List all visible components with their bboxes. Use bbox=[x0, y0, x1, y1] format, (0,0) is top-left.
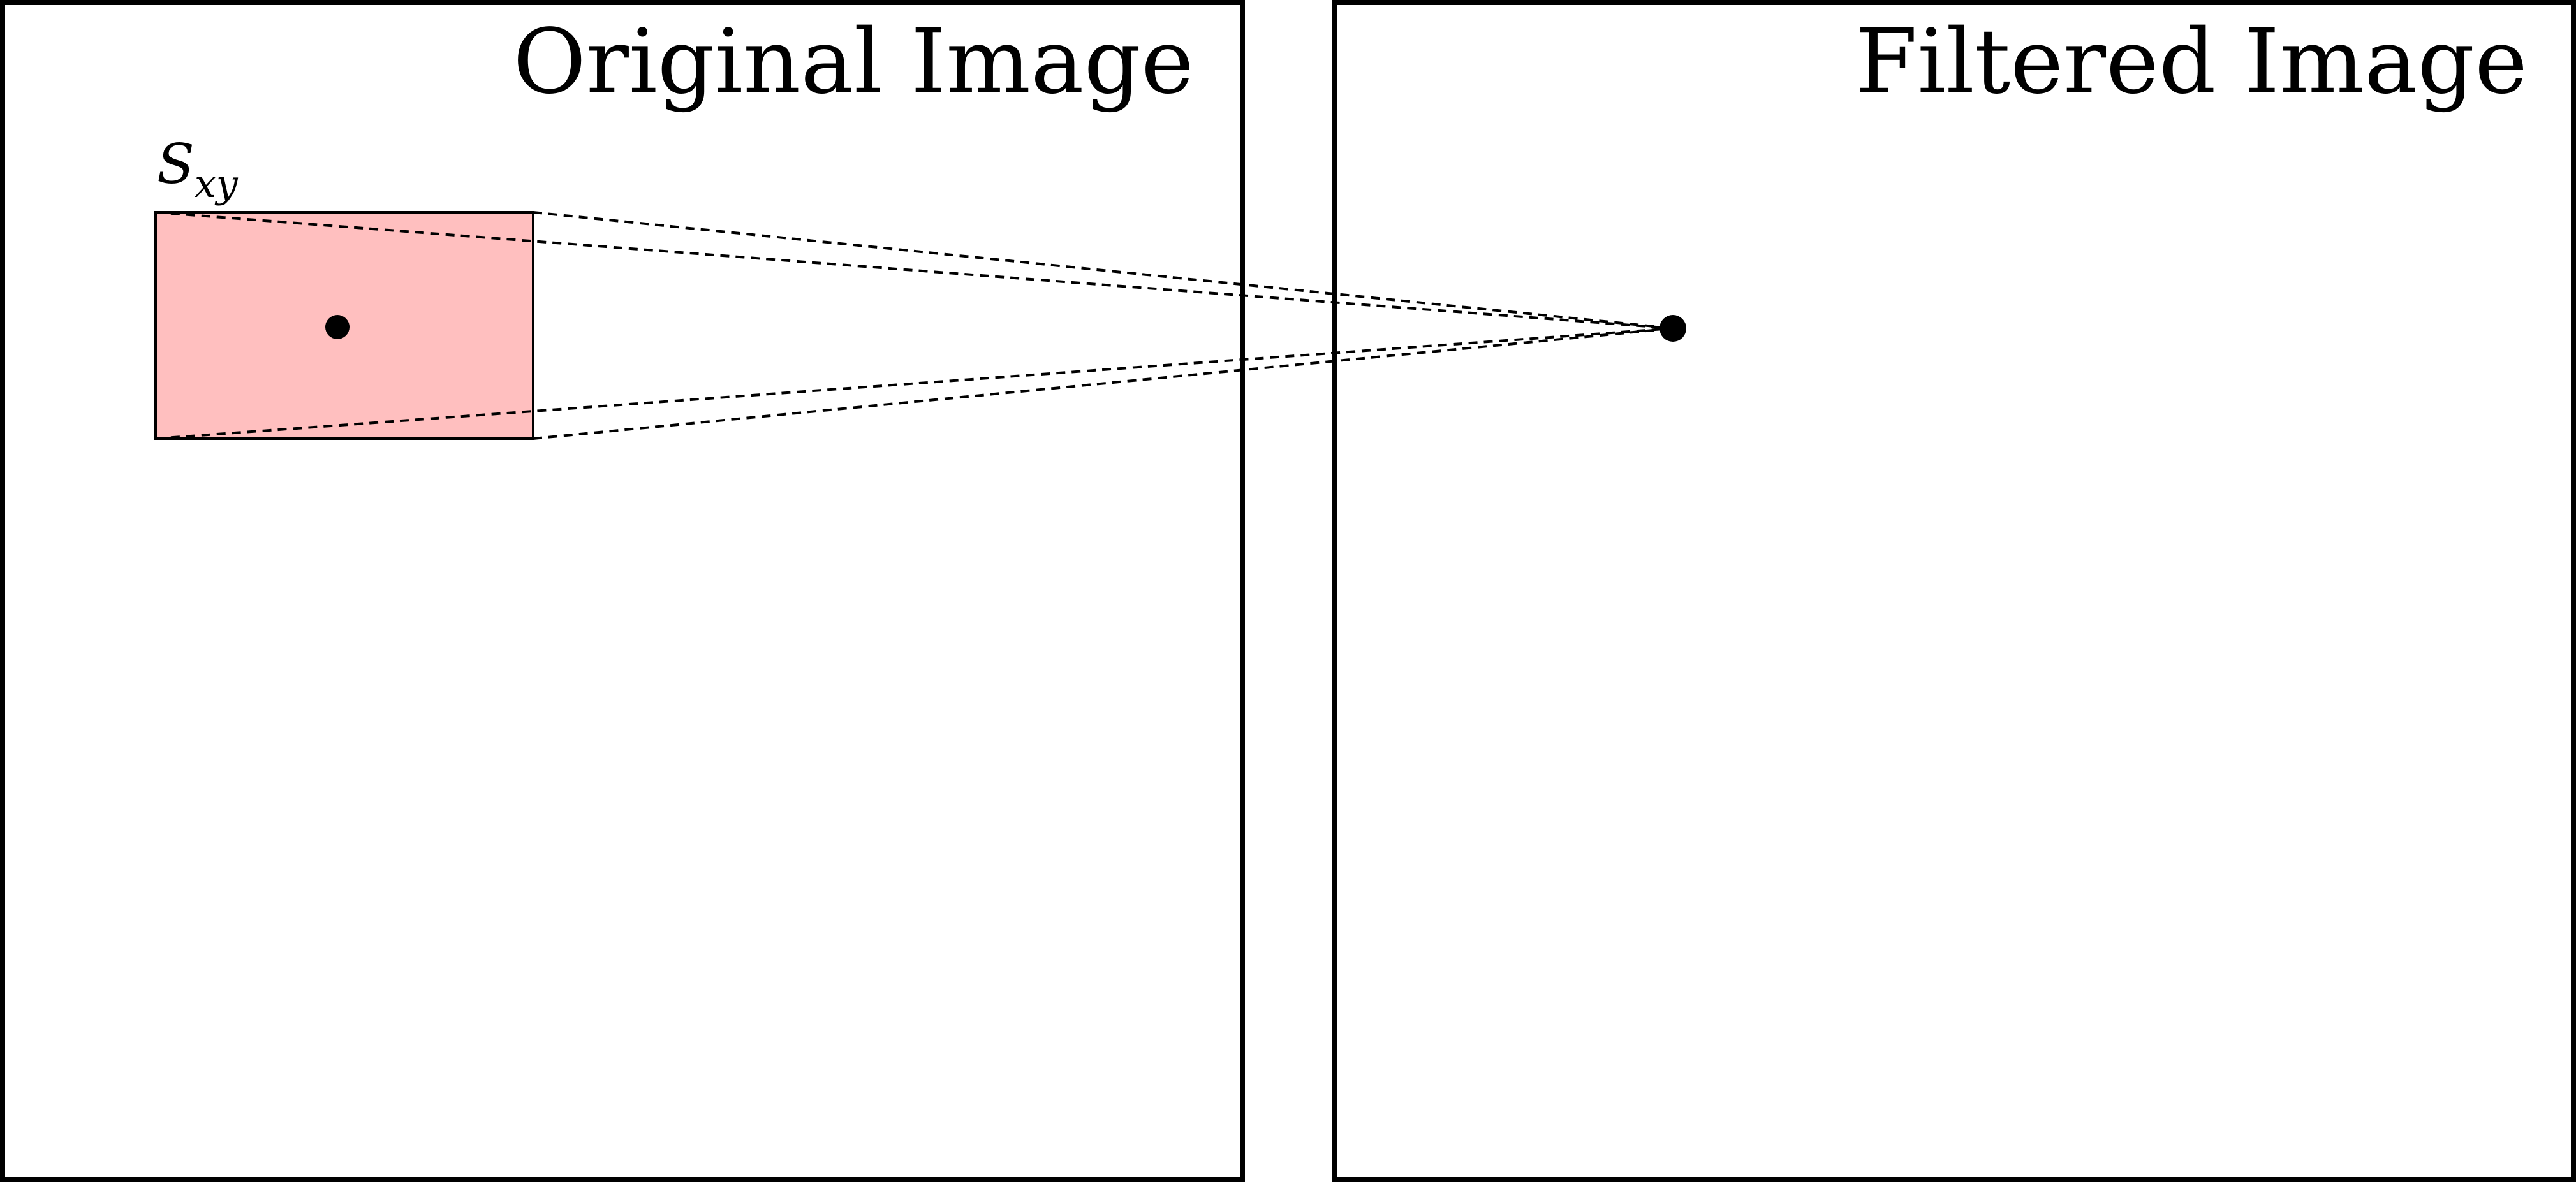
projection-line-bottom-left bbox=[155, 327, 1674, 440]
filtered-image-frame bbox=[1332, 0, 2576, 1182]
original-image-panel: Original Image Sxy bbox=[0, 0, 1245, 1182]
filtered-image-panel: Filtered Image bbox=[1332, 0, 2576, 1182]
neighborhood-label-main: S bbox=[157, 133, 195, 196]
filtered-image-title: Filtered Image bbox=[1855, 10, 2528, 114]
neighborhood-window: Sxy bbox=[154, 133, 534, 440]
original-image-frame bbox=[0, 0, 1245, 1182]
projection-line-top-left bbox=[155, 211, 1674, 330]
projection-line-top-right bbox=[533, 211, 1674, 330]
neighborhood-label-subscript: xy bbox=[195, 162, 239, 207]
neighborhood-center-dot bbox=[325, 315, 350, 339]
projection-line-bottom-right bbox=[533, 327, 1674, 440]
neighborhood-label: Sxy bbox=[157, 133, 239, 207]
projection-lines bbox=[155, 211, 1674, 440]
neighborhood-rect bbox=[154, 211, 534, 440]
original-image-title: Original Image bbox=[513, 10, 1194, 114]
